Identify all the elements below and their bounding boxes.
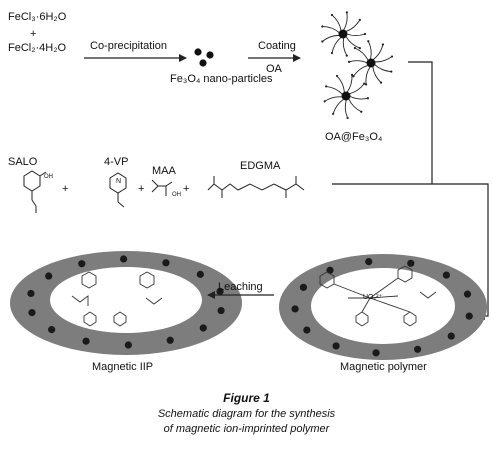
oa-coated-particles (321, 11, 394, 120)
salo-label: SALO (8, 156, 38, 168)
4vp-structure (109, 172, 127, 208)
magnetic-core (291, 305, 299, 313)
maa-oh: OH (172, 192, 181, 198)
caption-line-1: Schematic diagram for the synthesis (157, 408, 336, 420)
oa-label: OA (266, 63, 282, 75)
magnetic-core (303, 326, 311, 334)
reagent-fecl3: FeCl₃·6H₂O (8, 11, 67, 23)
edgma-structure (207, 176, 305, 198)
nanoparticles-label: Fe₃O₄ nano-particles (170, 73, 273, 85)
plus-2: + (138, 183, 145, 195)
magnetic-core (447, 332, 455, 340)
uranyl-label: UO₂²⁺ (363, 294, 383, 301)
plus-1: + (62, 183, 69, 195)
oa-particle (347, 40, 394, 86)
edgma-label: EDGMA (240, 160, 281, 172)
magnetic-polymer-particle (279, 254, 487, 360)
oa-particle (323, 73, 369, 120)
maa-structure (151, 179, 173, 196)
magnetic-iip-particle (10, 251, 242, 355)
salo-structure (23, 170, 47, 213)
magnetic-core (407, 259, 415, 267)
magnetic-core (442, 271, 450, 279)
magnetic-core (326, 266, 334, 274)
maa-label: MAA (152, 165, 176, 177)
magnetic-core (216, 287, 224, 296)
magnetic-core (162, 259, 170, 267)
iip-cavities (71, 271, 163, 327)
coating-label: Coating (258, 40, 296, 52)
magnetic-core (78, 260, 86, 268)
4vp-label: 4-VP (104, 156, 129, 168)
magnetic-core (27, 289, 35, 298)
caption-line-2: of magnetic ion-imprinted polymer (163, 423, 330, 435)
magnetic-core (82, 337, 90, 345)
salo-oh: OH (44, 174, 53, 180)
magnetic-core (28, 308, 36, 317)
plus-3: + (183, 183, 190, 195)
magnetic-core (465, 312, 473, 320)
magnetic-iip-label: Magnetic IIP (92, 361, 154, 373)
magnetic-core (124, 341, 132, 349)
magnetic-core (299, 283, 308, 291)
magnetic-core (414, 345, 422, 353)
magnetic-core (166, 336, 174, 344)
magnetic-core (217, 306, 225, 315)
magnetic-core (332, 342, 340, 350)
vp-n: N (116, 178, 122, 185)
polymer-complex (319, 265, 437, 327)
magnetic-polymer-label: Magnetic polymer (340, 361, 427, 373)
fe3o4-nanoparticles (194, 48, 214, 67)
magnetic-core (196, 270, 204, 278)
coprecipitation-label: Co-precipitation (90, 40, 168, 52)
magnetic-core (365, 258, 373, 266)
magnetic-core (120, 255, 128, 263)
oa-fe3o4-label: OA@Fe₃O₄ (325, 131, 383, 143)
magnetic-core (463, 290, 472, 298)
figure-title: Figure 1 (223, 391, 270, 405)
magnetic-core (199, 324, 207, 332)
magnetic-core (45, 272, 53, 280)
magnetic-core (372, 349, 380, 357)
oa-particle (321, 11, 367, 57)
reagent-plus: + (30, 28, 37, 40)
leaching-label: Leaching (218, 281, 263, 293)
magnetic-core (48, 326, 56, 334)
reagent-fecl2: FeCl₂·4H₂O (8, 42, 67, 54)
